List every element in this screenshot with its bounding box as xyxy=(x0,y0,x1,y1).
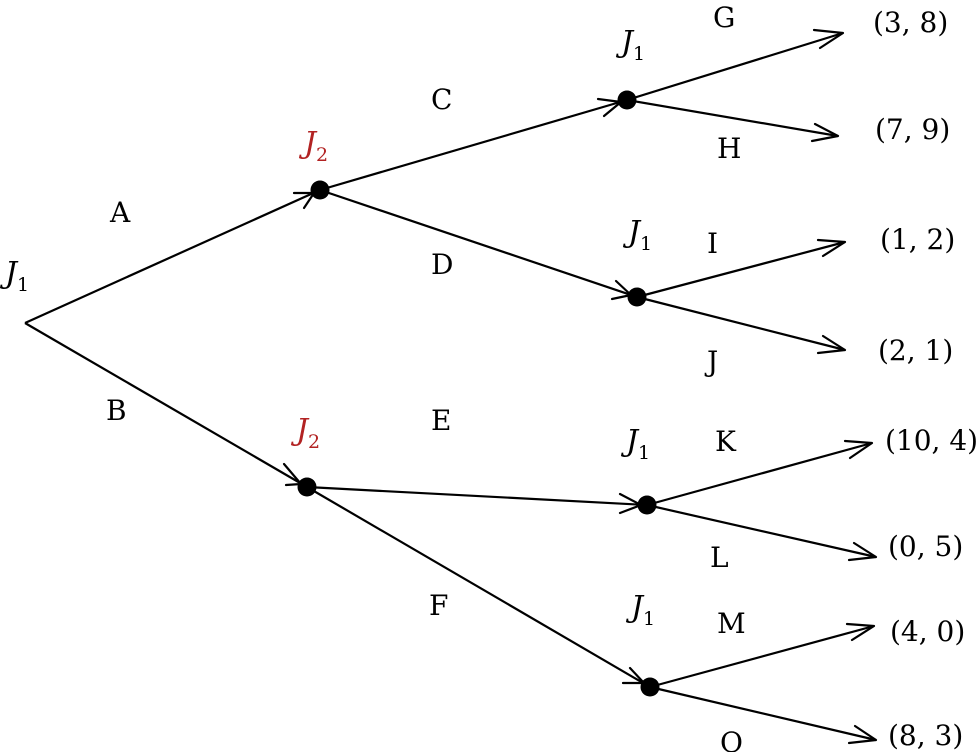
action-label-h: H xyxy=(717,132,741,165)
player-label-j2-lower: J2 xyxy=(290,413,320,453)
payoff-k: (10, 4) xyxy=(885,424,978,457)
edge-g xyxy=(626,31,844,102)
payoff-g: (3, 8) xyxy=(873,6,948,39)
edge-a xyxy=(24,188,321,325)
arrowhead-h xyxy=(810,122,840,143)
edge-d xyxy=(319,188,638,299)
arrowhead-o xyxy=(847,724,878,745)
arrowhead-g xyxy=(812,28,845,50)
arrowhead-j xyxy=(816,334,847,355)
edge-m xyxy=(649,624,875,689)
arrowhead-k xyxy=(843,439,874,460)
action-label-b: B xyxy=(106,394,127,427)
payoff-m: (4, 0) xyxy=(890,615,965,648)
node-j1-f xyxy=(640,677,660,697)
action-label-j: J xyxy=(704,345,718,378)
payoff-o: (8, 3) xyxy=(888,719,963,752)
action-label-f: F xyxy=(429,589,448,622)
arrowhead-m xyxy=(845,622,876,642)
action-label-a: A xyxy=(109,196,131,229)
arrowheads xyxy=(282,28,878,745)
player-label-j1-e: J1 xyxy=(620,424,650,464)
edge-b xyxy=(24,322,308,488)
node-j1-d xyxy=(627,287,647,307)
payoff-i: (1, 2) xyxy=(880,223,955,256)
payoff-j: (2, 1) xyxy=(878,334,953,367)
edge-o xyxy=(649,685,877,742)
action-label-i: I xyxy=(707,227,718,260)
edge-l xyxy=(646,503,877,559)
action-label-e: E xyxy=(431,404,451,437)
action-label-l: L xyxy=(710,541,729,574)
edge-c xyxy=(319,98,628,192)
root-player-label: J1 xyxy=(0,256,29,296)
edge-k xyxy=(646,441,873,507)
payoff-h: (7, 9) xyxy=(875,113,950,146)
arrowhead-l xyxy=(847,541,878,562)
edge-h xyxy=(626,98,839,138)
payoff-l: (0, 5) xyxy=(888,530,963,563)
action-label-g: G xyxy=(713,1,735,34)
edge-i xyxy=(636,240,846,299)
tree-edges xyxy=(24,31,877,742)
player-labels: J1 J2 J2 J1 J1 J1 J1 xyxy=(0,25,655,630)
decision-nodes xyxy=(297,90,660,697)
action-label-o: O xyxy=(720,726,743,752)
player-label-j2-upper: J2 xyxy=(298,126,328,166)
action-label-m: M xyxy=(717,607,746,640)
node-j1-e xyxy=(637,495,657,515)
action-labels: A B C D E F G H I J K L M O xyxy=(106,1,746,752)
node-j2-lower xyxy=(297,477,317,497)
player-label-j1-d: J1 xyxy=(622,215,652,255)
edge-j xyxy=(636,295,846,352)
node-j2-upper xyxy=(310,180,330,200)
arrowhead-i xyxy=(816,238,847,258)
action-label-d: D xyxy=(431,248,453,281)
edge-f xyxy=(306,486,651,688)
arrowhead-f xyxy=(621,666,646,685)
player-label-j1-c: J1 xyxy=(615,25,645,65)
action-label-k: K xyxy=(715,425,737,458)
node-j1-c xyxy=(617,90,637,110)
payoff-labels: (3, 8) (7, 9) (1, 2) (2, 1) (10, 4) (0, … xyxy=(873,6,978,752)
action-label-c: C xyxy=(431,83,452,116)
edge-e xyxy=(306,485,648,507)
player-label-j1-f: J1 xyxy=(625,590,655,630)
